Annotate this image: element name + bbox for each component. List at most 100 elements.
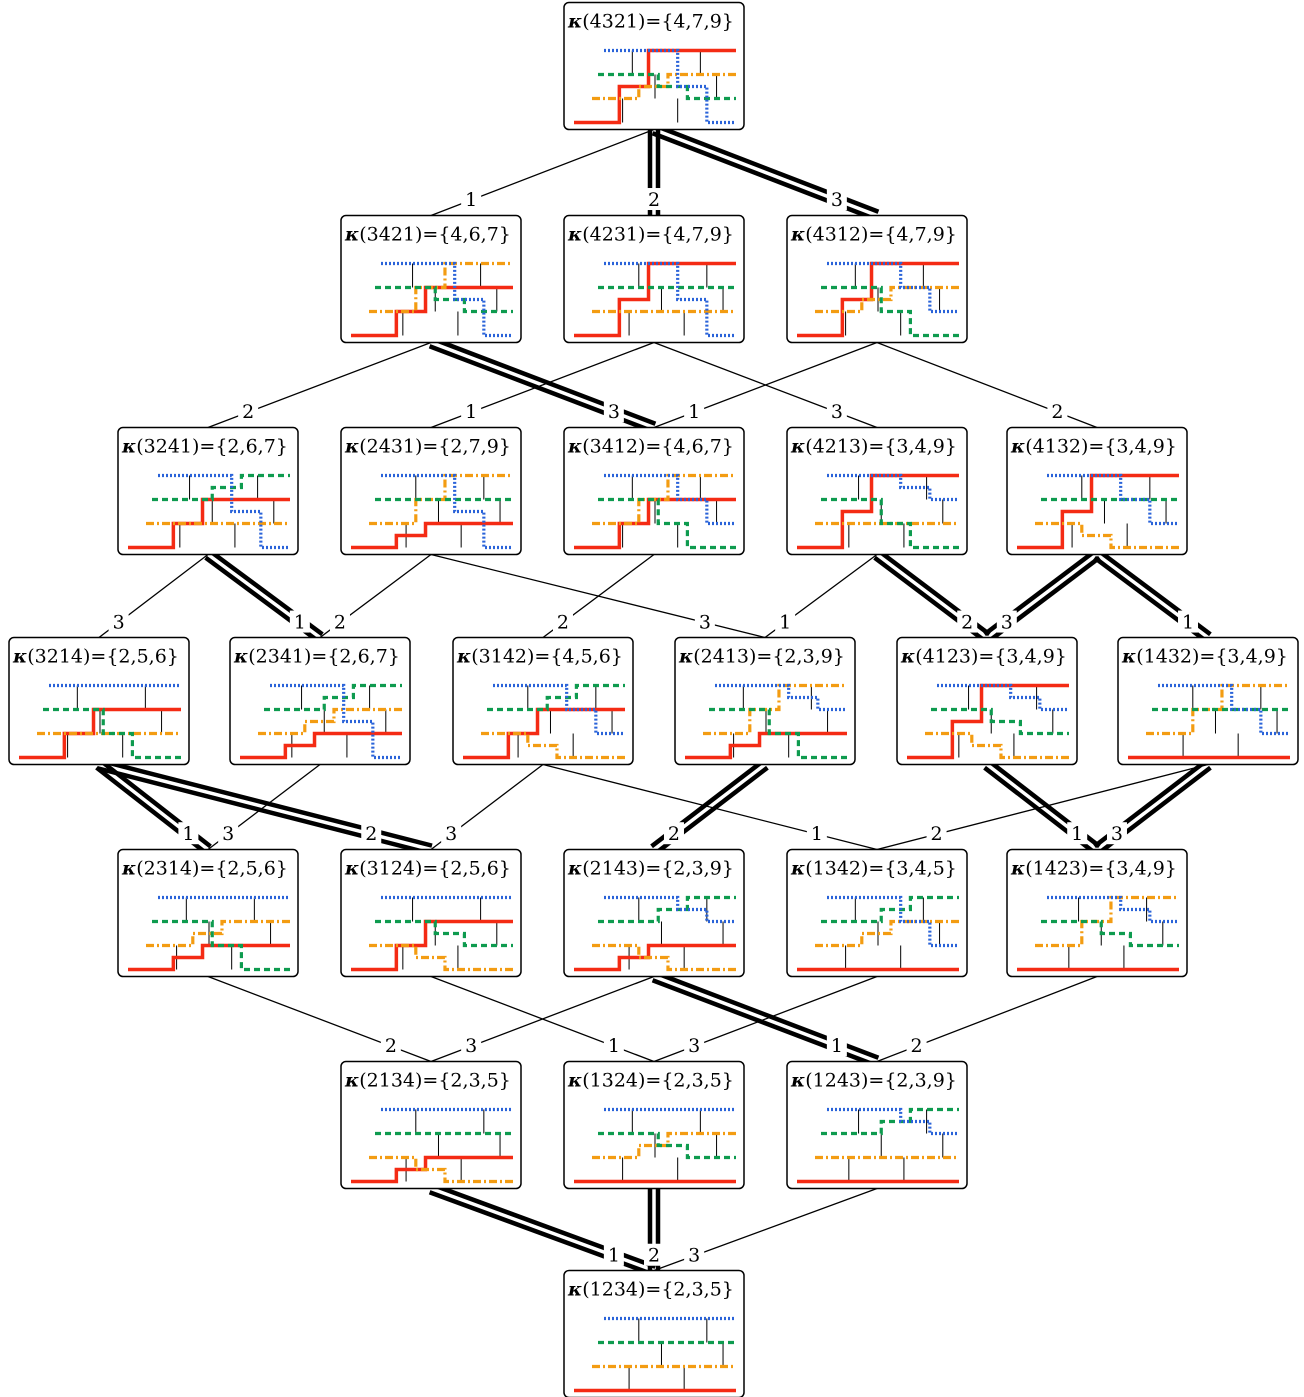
green-wire — [264, 683, 402, 712]
edge-label: 1 — [465, 401, 477, 423]
permutation-node-2134: κ(2134)={2,3,5} — [340, 1060, 522, 1190]
node-label: (4132)={3,4,9} — [1025, 436, 1177, 458]
kappa-symbol: κ — [12, 646, 27, 668]
green-wire — [598, 497, 736, 550]
edge-label: 3 — [688, 1245, 700, 1267]
edge-2134-1234: 1 — [428, 1182, 657, 1277]
edge-label-background — [906, 1034, 927, 1057]
wiring-diagram — [574, 1107, 736, 1184]
edge-2341-2314: 3 — [207, 763, 321, 851]
kappa-symbol: κ — [344, 436, 359, 458]
green-wire — [152, 919, 290, 972]
node-title: κ(3412)={4,6,7} — [567, 436, 734, 458]
edge-label: 2 — [931, 823, 943, 845]
orange-wire — [258, 707, 402, 736]
edge-label: 1 — [1071, 823, 1083, 845]
blue-wire — [604, 473, 736, 526]
edge-label: 3 — [113, 612, 125, 634]
edge-1423-1243: 2 — [876, 975, 1098, 1063]
blue-wire — [937, 683, 1069, 712]
wiring-diagram — [19, 683, 181, 760]
kappa-symbol: κ — [233, 646, 248, 668]
kappa-symbol: κ — [1010, 436, 1025, 458]
node-label: (4321)={4,7,9} — [582, 11, 734, 33]
edge-3421-3412: 3 — [428, 336, 657, 434]
blue-wire — [381, 261, 513, 338]
red-wire — [351, 919, 513, 972]
node-title: κ(2341)={2,6,7} — [233, 646, 400, 668]
permutation-node-4213: κ(4213)={3,4,9} — [786, 426, 968, 556]
kappa-symbol: κ — [567, 1070, 582, 1092]
nodes-layer: κ (4321)={4,7,9} κ(3421)={4,6,7} κ (4231)={4… — [8, 1, 1299, 1397]
wiring-diagram — [240, 683, 402, 760]
edge-4213-2413: 1 — [764, 553, 878, 639]
edge-4321-4231: 2 — [644, 129, 664, 216]
kappa-symbol: κ — [678, 646, 693, 668]
red-wire — [574, 497, 736, 550]
node-title: κ(2143)={2,3,9} — [567, 858, 734, 880]
edge-label: 2 — [334, 612, 346, 634]
edge-1342-1324: 3 — [653, 975, 878, 1063]
node-label: (3412)={4,6,7} — [582, 436, 734, 458]
red-wire — [128, 497, 290, 550]
red-wire — [19, 707, 181, 760]
edge-label-background — [1178, 610, 1199, 633]
wiring-diagram — [797, 895, 959, 972]
permutation-node-3214: κ(3214)={2,5,6} — [8, 636, 190, 766]
kappa-symbol: κ — [344, 858, 359, 880]
wiring-diagram — [463, 683, 625, 760]
edge-label-background — [1106, 822, 1127, 845]
red-wire — [128, 943, 290, 972]
kappa-symbol: κ — [121, 858, 136, 880]
edge-label-background — [1067, 822, 1088, 845]
kappa-symbol: κ — [344, 1070, 359, 1092]
edge-4132-1432: 1 — [1093, 549, 1212, 643]
wiring-diagram — [797, 473, 959, 550]
edge-4213-4123: 2 — [873, 549, 991, 643]
node-label: (1243)={2,3,9} — [805, 1070, 957, 1092]
edge-label-background — [361, 822, 382, 845]
node-title: κ(1342)={3,4,5} — [790, 858, 957, 880]
edge-label-background — [684, 1243, 705, 1266]
edge-label: 1 — [811, 823, 823, 845]
node-label: (2314)={2,5,6} — [136, 858, 288, 880]
edge-label-background — [1047, 400, 1068, 423]
node-title: κ(1324)={2,3,5} — [567, 1070, 734, 1092]
green-wire — [931, 707, 1069, 736]
edge-4312-3412: 1 — [653, 341, 878, 429]
permutation-node-1234: κ(1234)={2,3,5} — [563, 1269, 745, 1397]
orange-wire — [592, 72, 736, 101]
edge-label-background — [603, 1243, 624, 1266]
wiring-diagram — [574, 895, 736, 972]
edge-4312-4132: 2 — [876, 341, 1098, 429]
node-label: (4123)={3,4,9} — [915, 646, 1067, 668]
wiring-diagram — [128, 473, 290, 550]
orange-wire — [481, 731, 625, 760]
permutation-node-3412: κ(3412)={4,6,7} — [563, 426, 745, 556]
kappa-symbol: κ — [567, 436, 582, 458]
kappa-symbol: κ — [567, 858, 582, 880]
edge-label: 1 — [465, 189, 477, 211]
edge-3412-3142: 2 — [542, 553, 655, 639]
permutation-node-3421: κ(3421)={4,6,7} — [340, 214, 522, 344]
blue-wire — [1158, 683, 1290, 736]
blue-wire — [827, 895, 959, 948]
edge-label-background — [603, 1034, 624, 1057]
red-wire — [574, 261, 736, 338]
edge-label-background — [684, 1034, 705, 1057]
edge-label: 3 — [831, 189, 843, 211]
node-title: κ(3421)={4,6,7} — [344, 224, 511, 246]
node-label: (4231)={4,7,9} — [582, 224, 734, 246]
node-label: (1423)={3,4,9} — [1025, 858, 1177, 880]
edge-label: 1 — [608, 1035, 620, 1057]
node-label: (3241)={2,6,7} — [136, 436, 288, 458]
node-title: κ(4213)={3,4,9} — [790, 436, 957, 458]
edge-label-background — [663, 822, 684, 845]
green-wire — [1041, 919, 1179, 948]
edge-label: 3 — [688, 1035, 700, 1057]
edge-label: 2 — [648, 189, 660, 211]
kappa-symbol: κ — [790, 1070, 805, 1092]
edge-label-background — [775, 610, 796, 633]
permutation-node-2431: κ(2431)={2,7,9} — [340, 426, 522, 556]
